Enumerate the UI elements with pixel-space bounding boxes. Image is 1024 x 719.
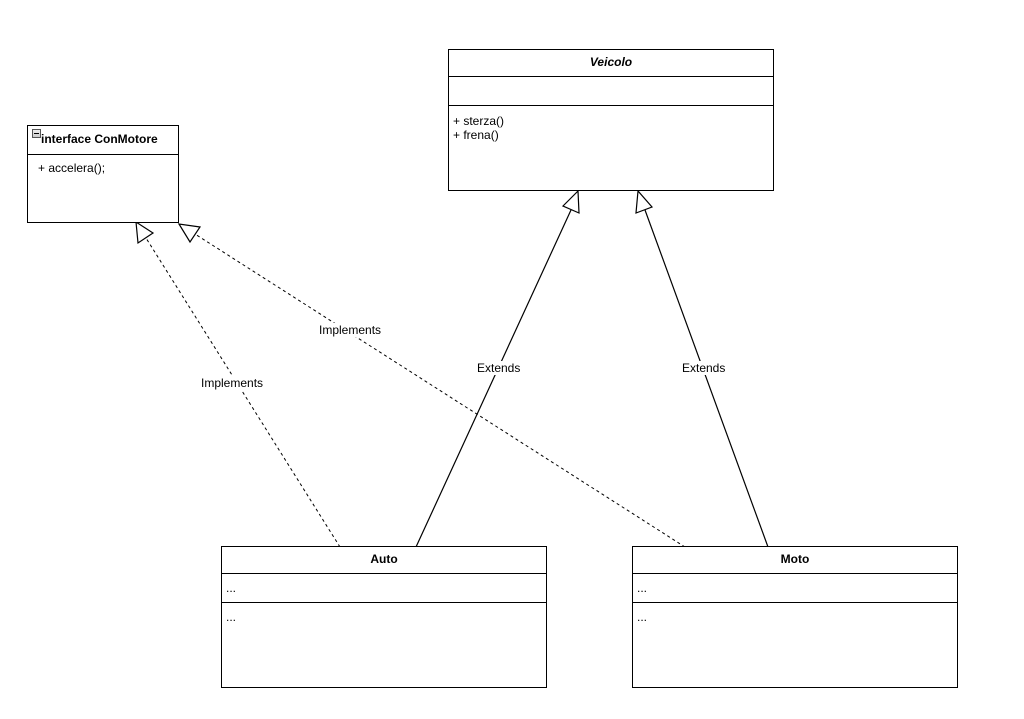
- class-moto-attribute: ...: [637, 581, 648, 595]
- moto-extends-label: Extends: [681, 361, 727, 375]
- class-veicolo-methods: + sterza() + frena(): [449, 105, 773, 144]
- method-accelera: + accelera();: [38, 161, 106, 175]
- class-moto-name: Moto: [780, 552, 810, 566]
- class-auto[interactable]: Auto ... ...: [221, 546, 547, 688]
- interface-conmotore[interactable]: interface ConMotore + accelera();: [27, 125, 179, 223]
- class-moto-methods: ...: [633, 602, 957, 626]
- class-moto-method: ...: [637, 610, 648, 624]
- interface-conmotore-methods: + accelera();: [28, 154, 178, 175]
- class-auto-attribute: ...: [226, 581, 237, 595]
- method-frena: + frena(): [453, 128, 499, 142]
- auto-extends-label: Extends: [476, 361, 522, 375]
- auto-implements-label: Implements: [200, 376, 265, 390]
- class-veicolo[interactable]: Veicolo + sterza() + frena(): [448, 49, 774, 191]
- moto-extends-arrowhead: [635, 189, 654, 214]
- class-auto-attributes: ...: [222, 573, 546, 602]
- class-moto-attributes: ...: [633, 573, 957, 602]
- class-auto-methods: ...: [222, 602, 546, 626]
- auto-implements-line[interactable]: [145, 237, 341, 548]
- moto-extends-line[interactable]: [644, 209, 769, 548]
- auto-implements-arrowhead: [135, 220, 155, 245]
- auto-extends-arrowhead: [561, 189, 580, 214]
- collapse-icon[interactable]: [32, 129, 41, 138]
- class-veicolo-name: Veicolo: [589, 55, 633, 69]
- class-veicolo-attributes: [449, 76, 773, 105]
- interface-conmotore-header: interface ConMotore: [28, 126, 178, 154]
- interface-conmotore-name: interface ConMotore: [41, 132, 158, 146]
- moto-implements-line[interactable]: [194, 233, 686, 548]
- class-moto[interactable]: Moto ... ...: [632, 546, 958, 688]
- method-sterza: + sterza(): [453, 114, 505, 128]
- moto-implements-label: Implements: [318, 323, 383, 337]
- class-auto-name: Auto: [370, 552, 398, 566]
- moto-implements-arrowhead: [177, 223, 202, 244]
- class-auto-method: ...: [226, 610, 237, 624]
- auto-extends-line[interactable]: [415, 209, 572, 548]
